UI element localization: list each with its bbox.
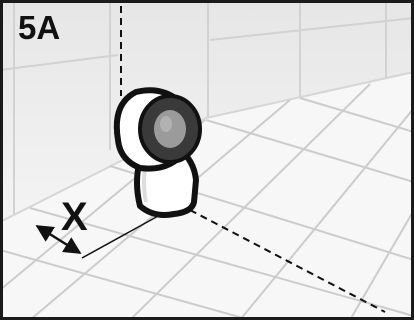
pipe-connector — [113, 87, 202, 218]
dimension-arrow — [35, 224, 82, 255]
floor-tile-grid — [0, 83, 414, 320]
dimension-label: X — [61, 195, 88, 239]
floor-centerline — [189, 209, 386, 313]
wall-tile-grid — [0, 0, 414, 214]
dimension-extension-line — [81, 214, 161, 259]
step-label: 5A — [18, 9, 61, 46]
